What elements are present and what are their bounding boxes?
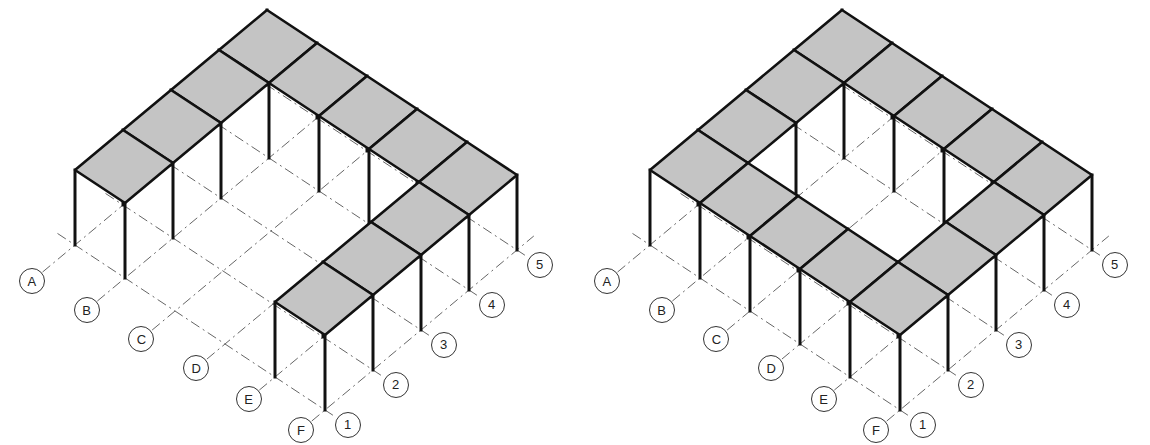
column-line [468,215,471,290]
grid-bubble: B [74,297,100,323]
grid-label: E [244,393,253,406]
column-line [699,203,702,278]
column-line [420,255,423,330]
grid-bubble: 1 [910,412,936,438]
grid-bubble: C [128,326,154,352]
column-line [274,302,277,377]
column-line [1091,175,1094,250]
grid-line [106,193,384,377]
grid-label: 1 [344,418,351,431]
column-line [893,116,896,191]
grid-bubble: 1 [335,412,361,438]
grid-bubble: A [594,268,620,294]
column-line [947,295,950,370]
grid-bubble: 2 [958,372,984,398]
grid-bubble: B [649,297,675,323]
grid-line [58,233,336,417]
grid-label: F [872,424,880,437]
grid-label: 3 [1015,338,1022,351]
column-line [795,123,798,198]
grid-label: 2 [967,378,974,391]
roof-panel [75,130,173,203]
column-line [372,295,375,370]
grid-label: 1 [919,418,926,431]
grid-bubble: E [811,386,837,412]
grid-line [250,73,528,257]
column-line [943,149,946,224]
column-line [1043,215,1046,290]
grid-label: A [27,275,36,288]
grid-label: 4 [1063,298,1070,311]
roof-panel [850,262,948,335]
grid-label: 5 [1111,258,1118,271]
grid-bubble: 3 [431,332,457,358]
grid-label: D [766,362,775,375]
grid-bubble: 5 [527,252,553,278]
grid-bubble: 4 [1054,292,1080,318]
column-line [318,116,321,191]
column-line [368,149,371,224]
grid-bubble: F [863,417,889,443]
column-line [843,83,846,158]
column-line [849,302,852,377]
column-line [220,123,223,198]
grid-label: A [602,275,611,288]
grid-bubble: D [758,355,784,381]
grid-bubble: 3 [1006,332,1032,358]
column-line [124,203,127,278]
frame-structure [75,10,1092,410]
grid-line [154,153,432,337]
grid-label: 5 [536,258,543,271]
grid-line [825,73,1103,257]
grid-bubble: E [236,386,262,412]
column-line [516,175,519,250]
grid-bubble: 5 [1102,252,1128,278]
column-line [749,236,752,311]
grid-bubble: D [183,355,209,381]
grid-label: 4 [488,298,495,311]
grid-bubble: F [288,417,314,443]
column-line [899,335,902,410]
column-line [172,163,175,238]
grid-bubble: C [703,326,729,352]
grid-label: 3 [440,338,447,351]
column-line [324,335,327,410]
column-line [995,255,998,330]
column-line [649,170,652,245]
grid-bubble: 4 [479,292,505,318]
grid-label: D [191,362,200,375]
grid-label: F [297,424,305,437]
grid-line [681,193,959,377]
grid-label: C [712,333,721,346]
column-line [74,170,77,245]
grid-label: E [819,393,828,406]
column-line [799,269,802,344]
grid-bubble: A [19,268,45,294]
grid-bubble: 2 [383,372,409,398]
grid-label: B [657,304,666,317]
grid-label: C [137,333,146,346]
grid-label: 2 [392,378,399,391]
grid-lines [43,71,1109,421]
column-line [268,83,271,158]
roof-panel [275,262,373,335]
grid-label: B [82,304,91,317]
